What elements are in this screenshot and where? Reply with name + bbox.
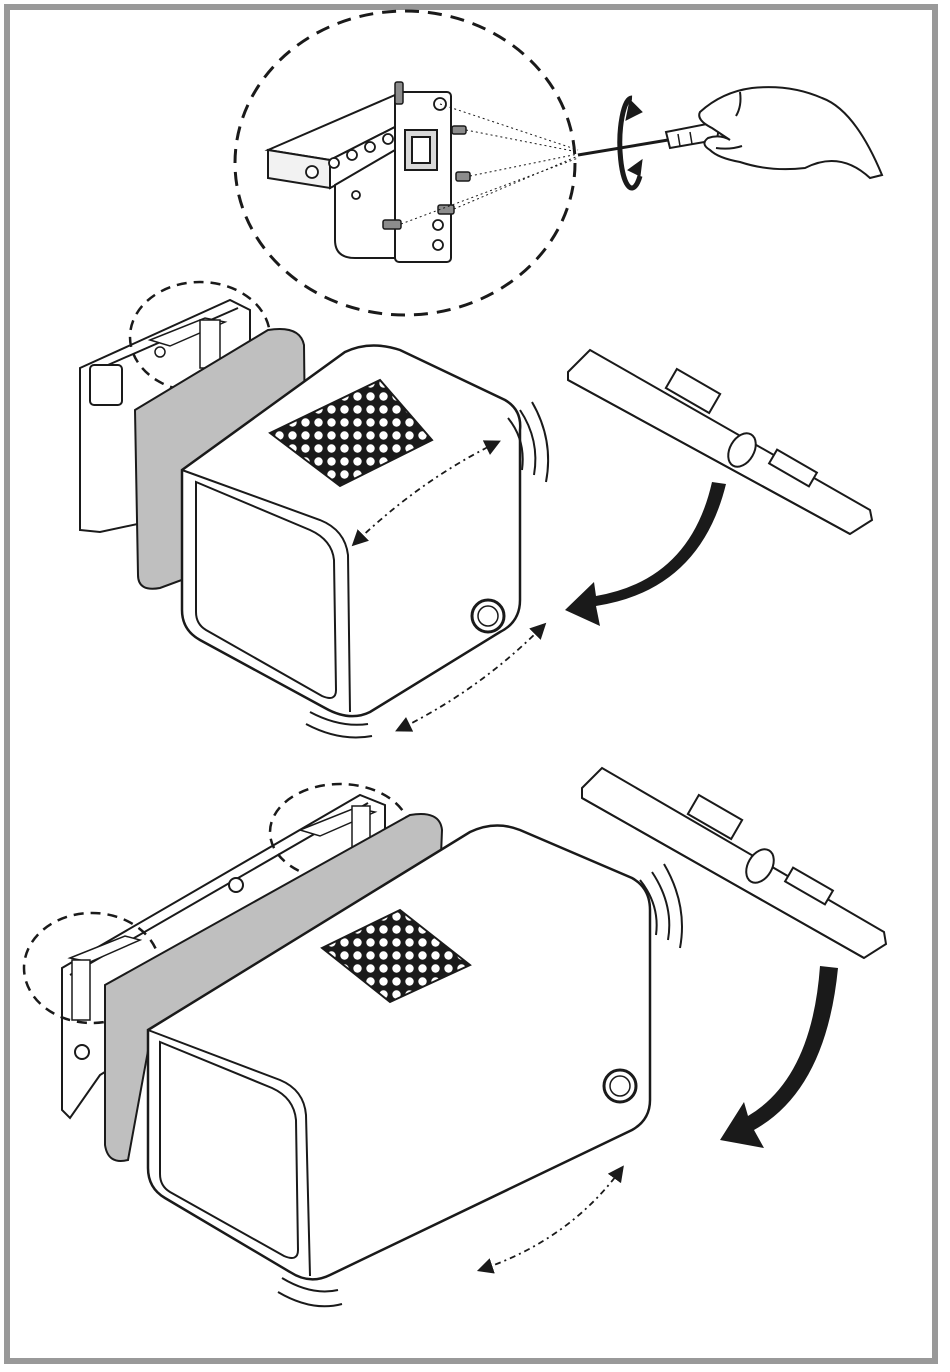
level-check-small-unit <box>80 282 872 738</box>
hand-icon <box>699 87 882 178</box>
curved-arrow-icon <box>565 482 726 626</box>
level-check-large-unit <box>24 768 886 1306</box>
detail-bracket-adjustment <box>235 11 882 315</box>
spirit-level-icon <box>568 350 872 534</box>
curved-arrow-icon <box>720 966 838 1148</box>
rotate-icon <box>620 98 642 188</box>
mounting-bracket <box>268 92 451 262</box>
screwdriver-icon <box>578 123 718 155</box>
